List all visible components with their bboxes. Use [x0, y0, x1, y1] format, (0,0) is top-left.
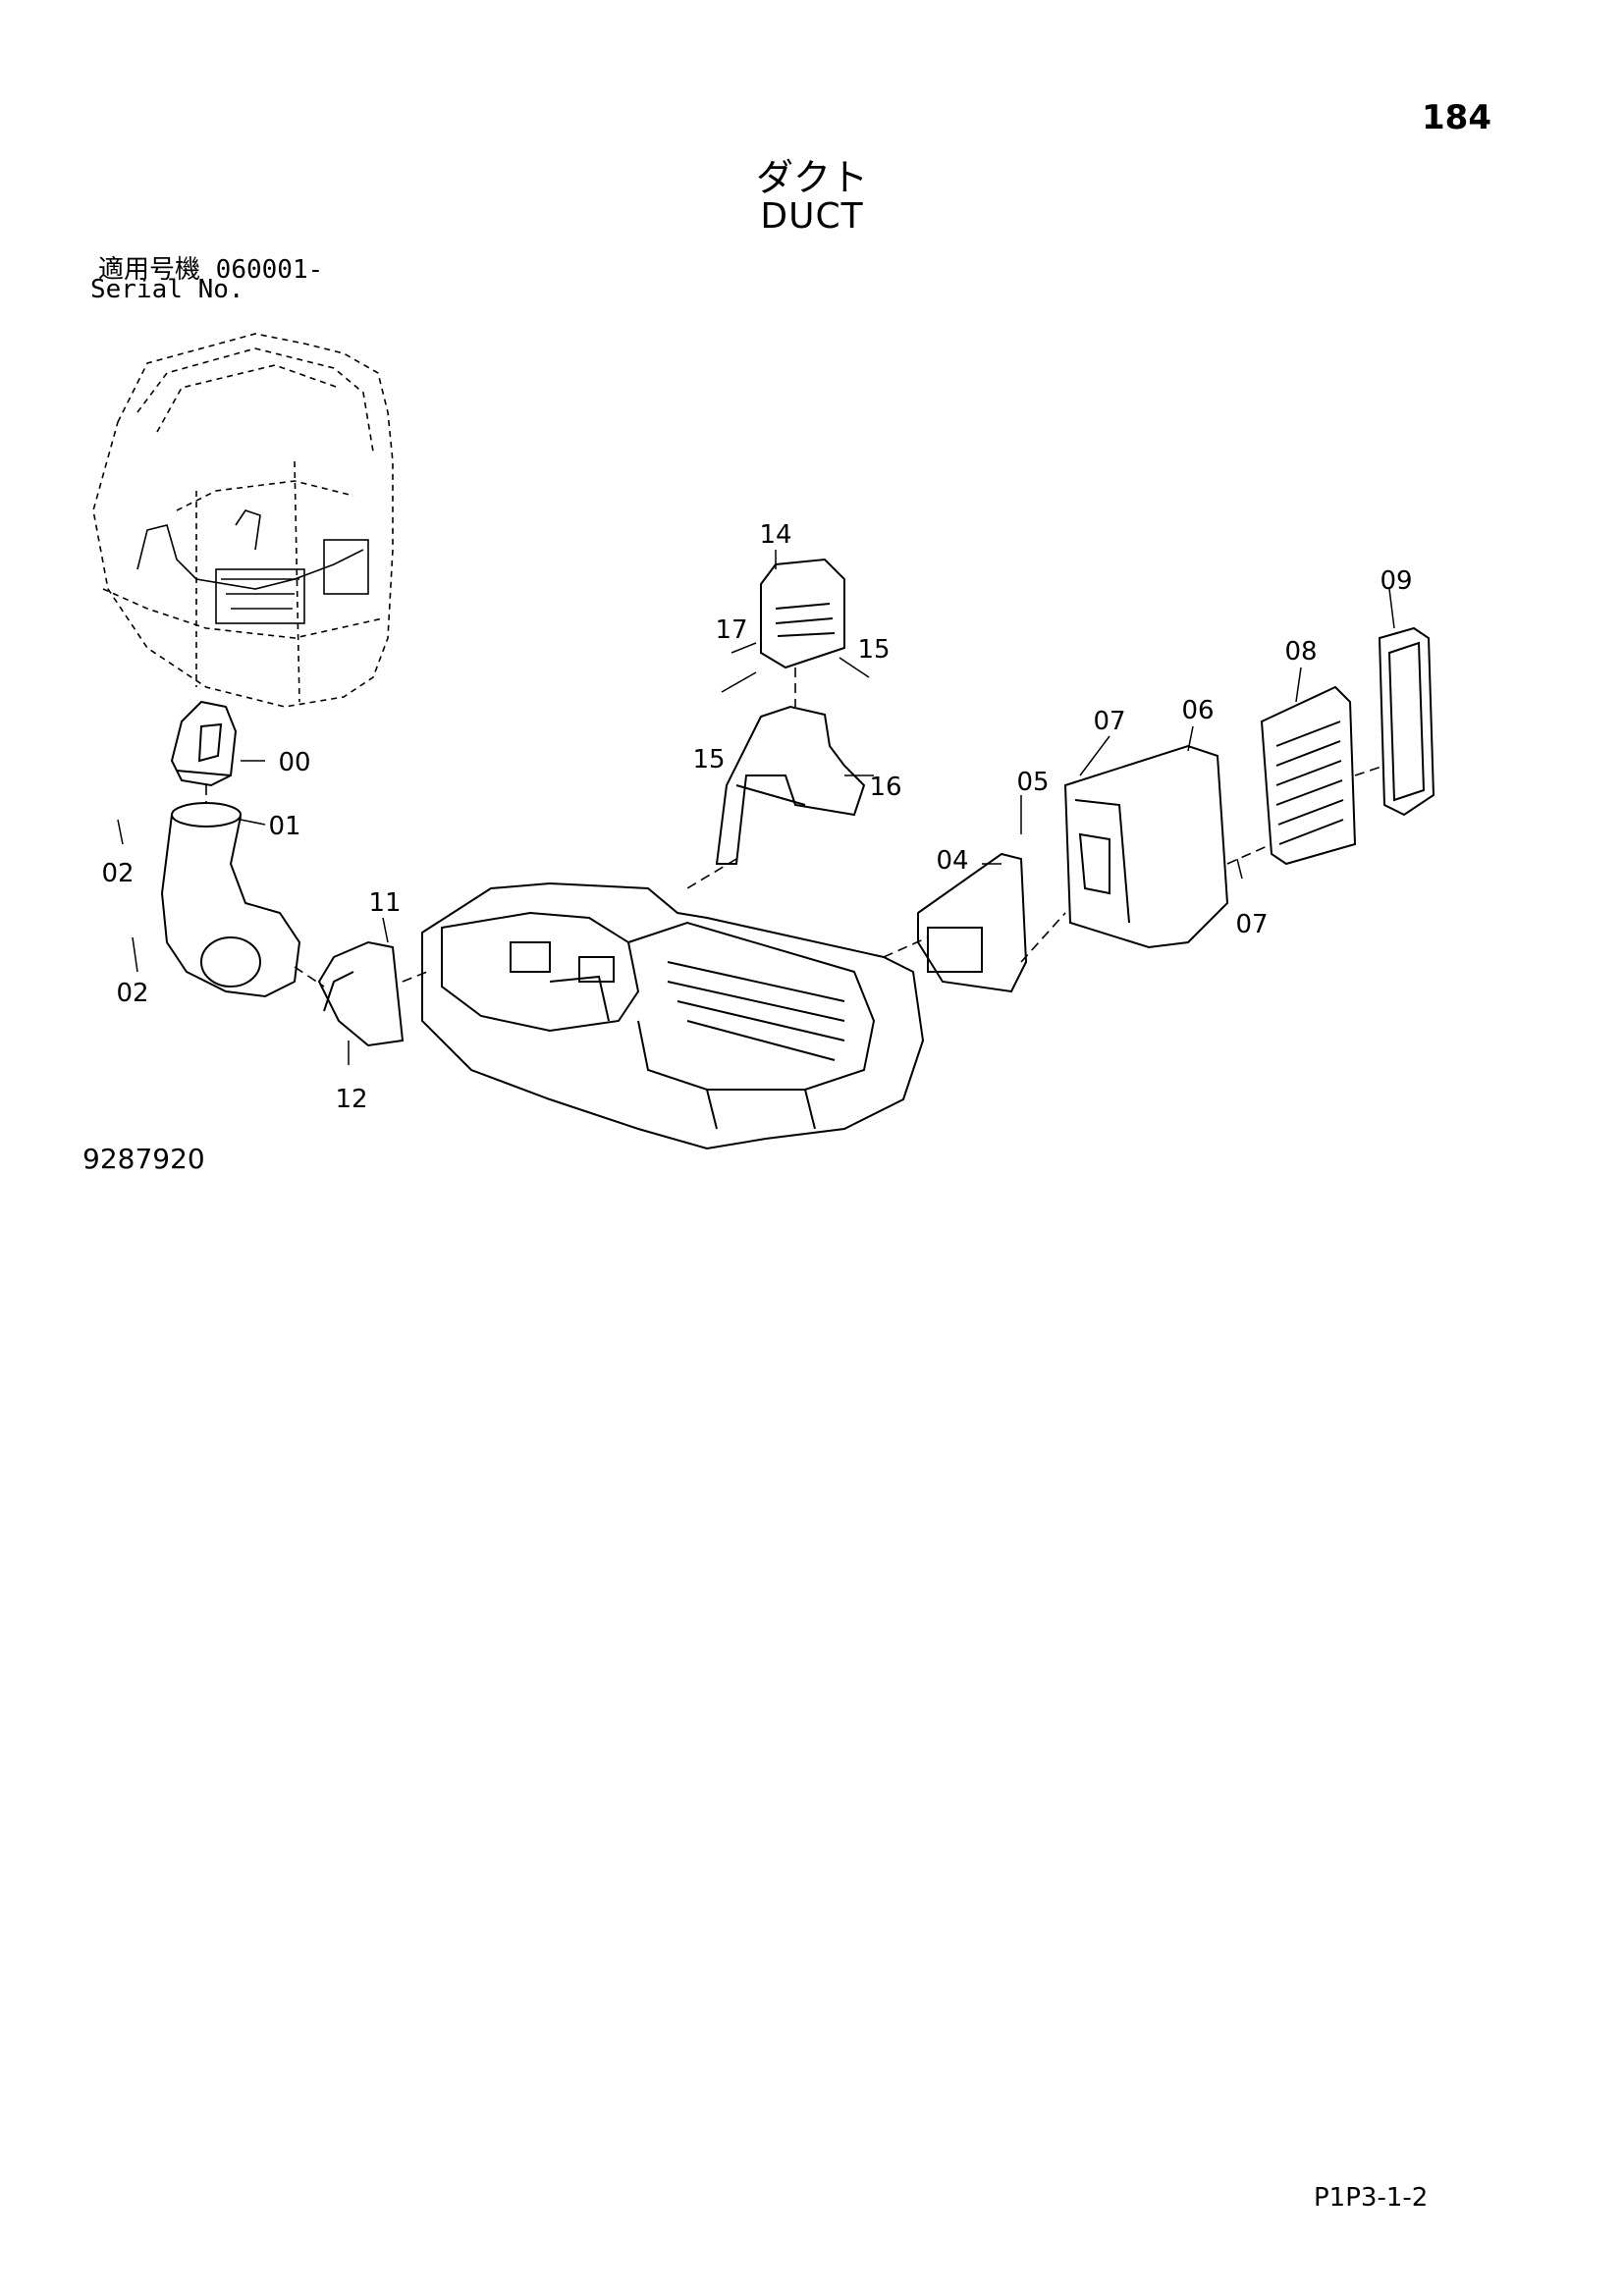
parts-diagram: 14 17 15 15 16 09 08 07 06 05 04 07 00 0…	[92, 333, 1435, 1150]
title-japanese: ダクト	[755, 156, 868, 199]
callout-07-lower: 07	[1235, 910, 1268, 939]
callout-01: 01	[268, 812, 300, 841]
part-08-filter	[1260, 685, 1357, 866]
callout-08: 08	[1284, 637, 1317, 667]
callout-00: 00	[278, 748, 310, 777]
callout-05: 05	[1016, 768, 1049, 797]
air-conditioner-unit	[421, 881, 925, 1150]
serial-value: 060001-	[215, 255, 324, 285]
part-00-vent-nozzle	[170, 700, 238, 787]
part-06-filter-case	[1063, 744, 1229, 949]
drawing-number: 9287920	[82, 1143, 205, 1175]
callout-02-lower: 02	[116, 979, 148, 1008]
part-11-duct	[317, 940, 405, 1047]
callout-02-upper: 02	[101, 859, 134, 888]
callout-04: 04	[936, 846, 968, 876]
serial-label-ja-text: 適用号機	[98, 255, 201, 285]
callout-09: 09	[1380, 566, 1412, 596]
serial-label-japanese: 適用号機 060001-	[98, 249, 323, 286]
part-14-duct-cap	[760, 558, 845, 669]
assembly-lines	[205, 667, 1385, 988]
part-09-cover	[1378, 626, 1435, 817]
callout-17: 17	[715, 615, 747, 645]
callout-16: 16	[869, 773, 901, 802]
serial-label-english: Serial No.	[90, 275, 244, 304]
title-english: DUCT	[760, 196, 864, 237]
callout-15-lower: 15	[692, 745, 725, 774]
callout-11: 11	[368, 888, 401, 918]
callout-15-upper: 15	[857, 635, 890, 665]
callout-06: 06	[1181, 696, 1214, 725]
page-number: 184	[1422, 98, 1491, 137]
leader-lines	[117, 550, 1395, 1065]
cab-outline	[92, 333, 394, 708]
callout-07-upper: 07	[1093, 707, 1125, 736]
page-code: P1P3-1-2	[1314, 2183, 1429, 2213]
part-16-upright-duct	[715, 705, 866, 865]
part-04-panel	[917, 852, 1028, 993]
callout-14: 14	[759, 520, 791, 550]
callout-12: 12	[335, 1085, 367, 1114]
cab-duct-sketch	[136, 509, 369, 624]
